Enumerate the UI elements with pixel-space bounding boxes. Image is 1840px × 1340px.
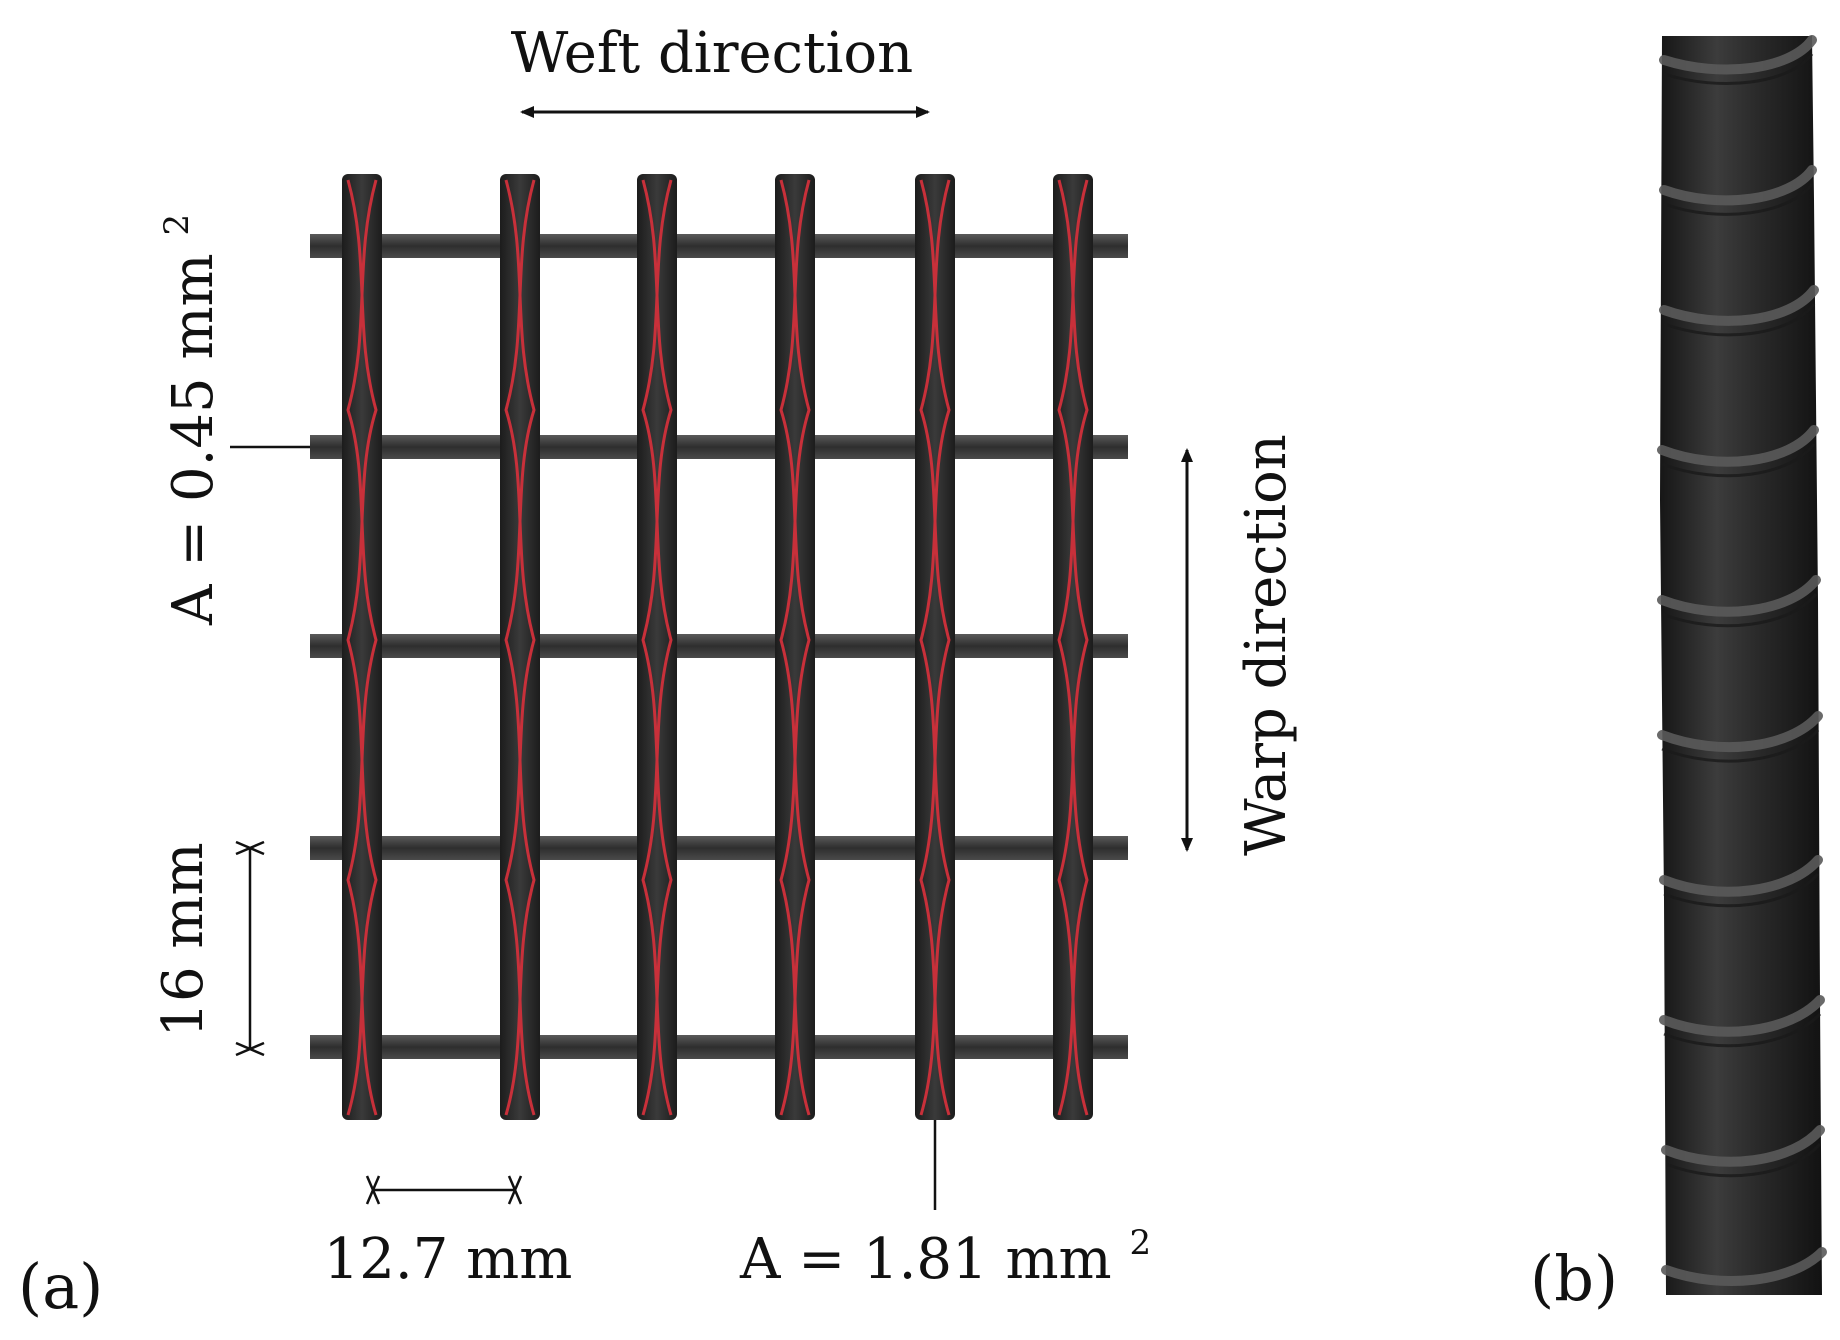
weft-spacing-dimension	[365, 1175, 523, 1205]
warp-strands	[342, 174, 1093, 1120]
warp-strand	[775, 174, 815, 1120]
weft-area-exponent: 2	[157, 214, 197, 236]
panel-b-label: (b)	[1530, 1242, 1618, 1315]
warp-area-label: A = 1.81 mm 2	[739, 1223, 1151, 1292]
warp-area-exponent: 2	[1129, 1223, 1151, 1263]
weft-strand	[310, 435, 1128, 459]
weft-area-label: A = 0.45 mm 2	[157, 214, 226, 626]
warp-spacing-label: 16 mm	[151, 842, 216, 1037]
weft-strands	[310, 234, 1128, 1059]
weft-strand	[310, 836, 1128, 860]
warp-spacing-dimension	[235, 840, 265, 1057]
weft-strand	[310, 634, 1128, 658]
warp-strand	[500, 174, 540, 1120]
warp-strand	[915, 174, 955, 1120]
warp-strand	[342, 174, 382, 1120]
weft-direction-label: Weft direction	[511, 21, 913, 86]
warp-direction-label: Warp direction	[1234, 434, 1299, 856]
panel-a-label: (a)	[18, 1250, 103, 1323]
weft-area-text: A = 0.45 mm	[161, 253, 226, 626]
panel-a: Weft direction Warp direction A = 0.45 m…	[18, 21, 1299, 1323]
weft-strand	[310, 234, 1128, 258]
weft-spacing-label: 12.7 mm	[324, 1227, 573, 1292]
ribbed-bar	[1657, 35, 1827, 1295]
warp-area-text: A = 1.81 mm	[739, 1227, 1112, 1292]
warp-strand	[1053, 174, 1093, 1120]
warp-strand	[637, 174, 677, 1120]
panel-b: (b)	[1530, 35, 1827, 1315]
weft-strand	[310, 1035, 1128, 1059]
